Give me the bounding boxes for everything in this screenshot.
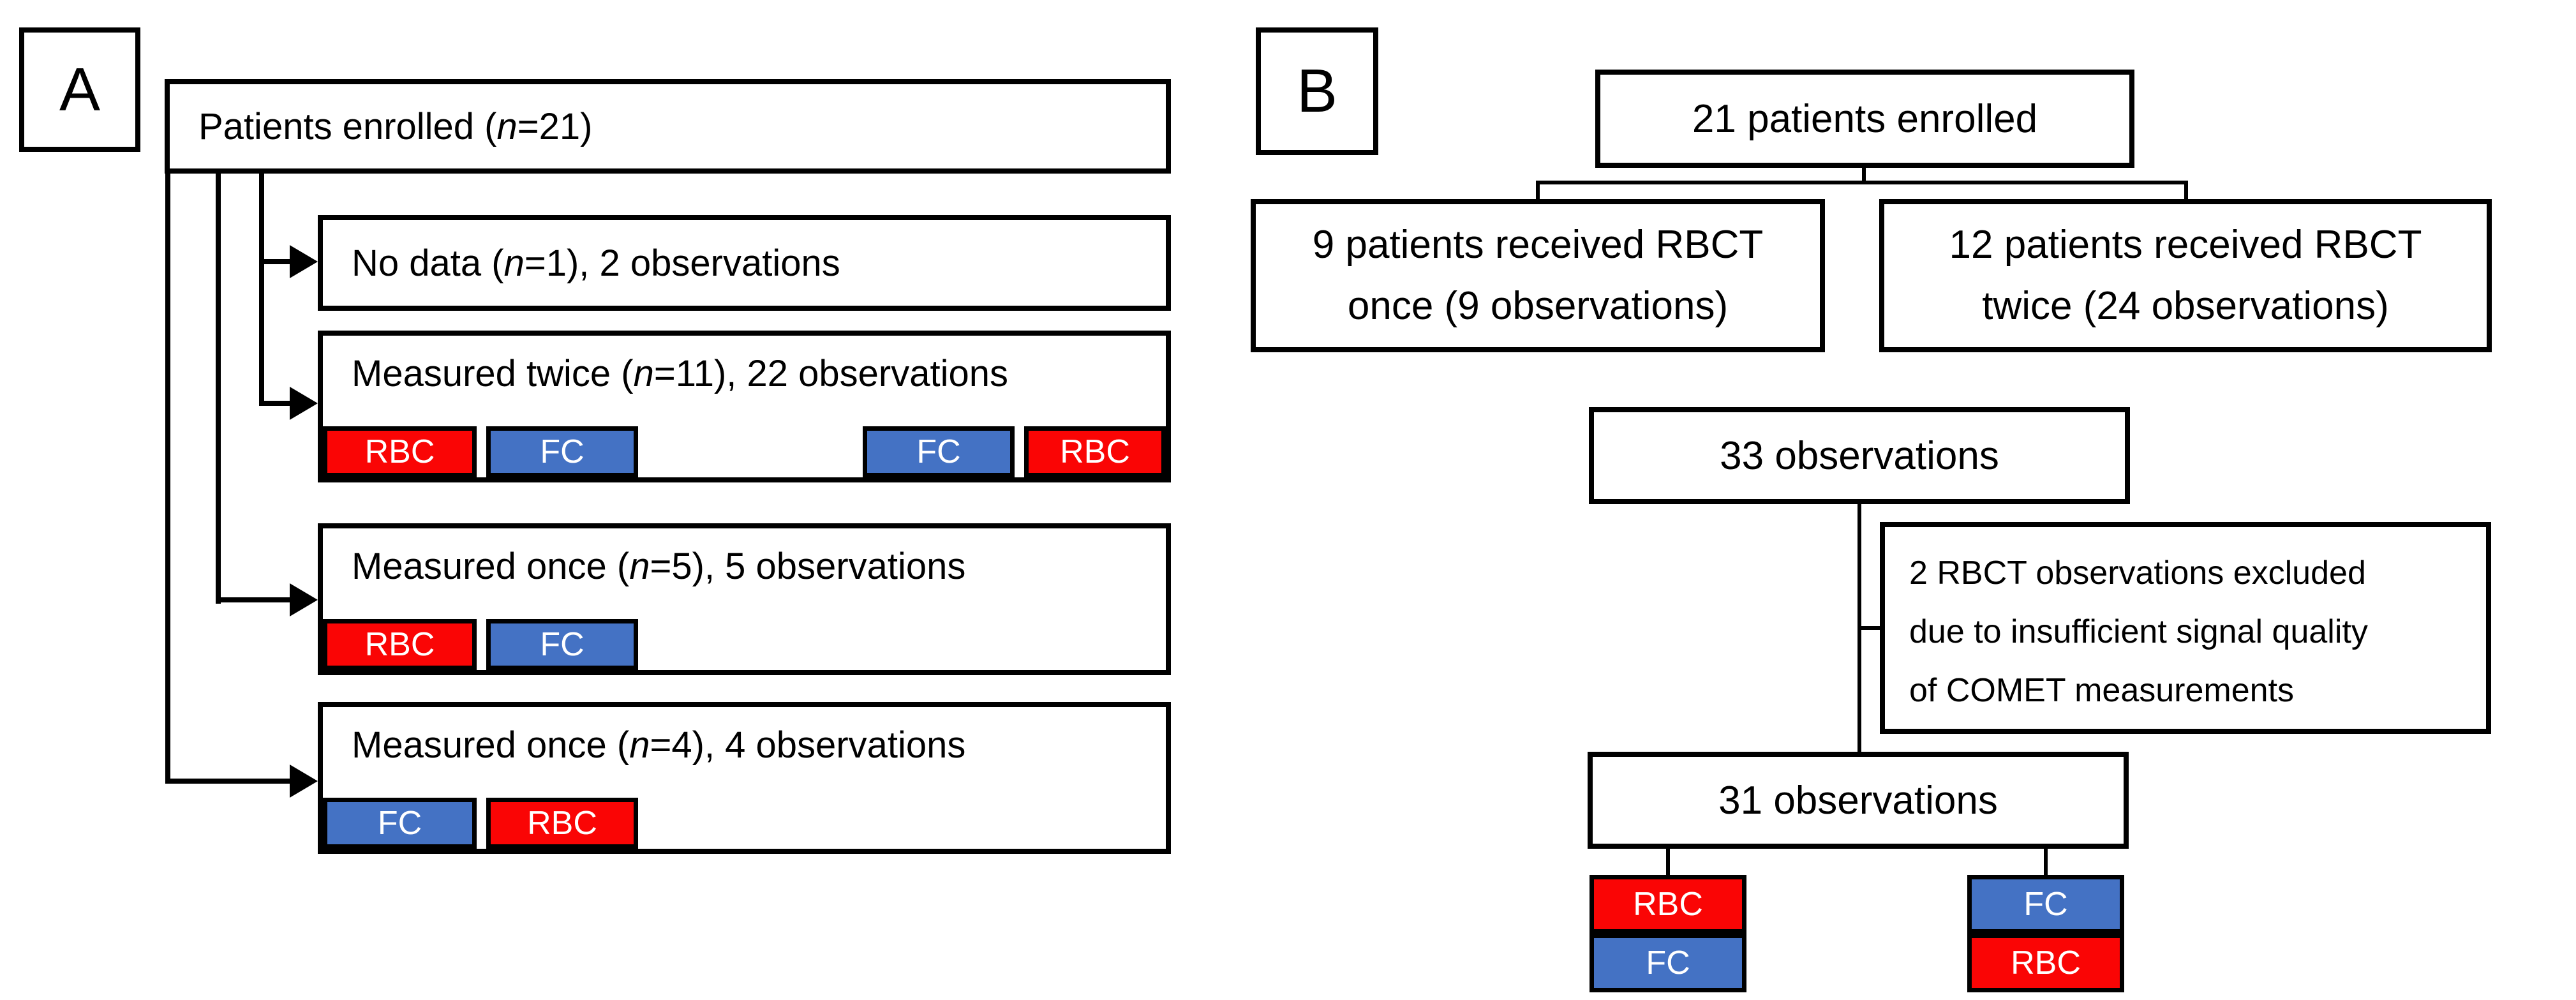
panel-a-label: A (19, 27, 140, 152)
text-n: n (629, 724, 650, 766)
received-twice-line1: 12 patients received RBCT (1949, 223, 2422, 267)
text-post: =4), 4 observations (650, 724, 966, 766)
connector-line (1862, 167, 1866, 184)
rbc-block: RBC (323, 426, 477, 477)
measured-once-4-text: Measured once (n=4), 4 observations (352, 724, 965, 766)
connector-line (1858, 626, 1883, 630)
text-n: n (503, 242, 525, 284)
received-once-line2: once (9 observations) (1347, 284, 1729, 328)
text-n: n (496, 105, 517, 147)
enrolled-21-box: 21 patients enrolled (1595, 70, 2134, 168)
text-n: n (633, 353, 654, 394)
fc-block-label: FC (540, 626, 584, 663)
excluded-line2: due to insufficient signal quality (1909, 613, 2368, 650)
arrow-right-icon (290, 387, 318, 420)
text-pre: Measured once ( (352, 546, 630, 587)
measured-once-5-text: Measured once (n=5), 5 observations (352, 545, 965, 588)
rbc-block-label: RBC (1633, 886, 1703, 923)
arrow-right-icon (290, 245, 318, 278)
fc-block-label: FC (2023, 886, 2068, 923)
enrolled-21-text: 21 patients enrolled (1692, 96, 2038, 141)
fc-block: FC (1967, 875, 2124, 934)
rbc-block-label: RBC (364, 626, 435, 663)
connector-line (165, 779, 292, 784)
fc-block-label: FC (540, 433, 584, 470)
rbc-block: RBC (1967, 934, 2124, 992)
connector-line (1536, 181, 2188, 184)
observations-31-box: 31 observations (1588, 752, 2129, 849)
no-data-box: No data (n=1), 2 observations (318, 215, 1171, 311)
observations-33-text: 33 observations (1720, 433, 1999, 478)
patients-enrolled-box: Patients enrolled (n=21) (165, 79, 1171, 174)
arrow-right-icon (290, 583, 318, 616)
fc-block: FC (486, 426, 638, 477)
no-data-text: No data (n=1), 2 observations (352, 220, 840, 306)
measured-twice-text: Measured twice (n=11), 22 observations (352, 352, 1008, 395)
connector-line (2184, 181, 2188, 200)
rbc-block-label: RBC (364, 433, 435, 470)
connector-line (216, 597, 292, 602)
connector-line (1666, 847, 1670, 876)
text-pre: Measured once ( (352, 724, 630, 766)
measured-once-5-box: Measured once (n=5), 5 observations RBC … (318, 523, 1171, 675)
fc-block: FC (486, 619, 638, 670)
fc-block: FC (863, 426, 1015, 477)
patients-enrolled-text: Patients enrolled (n=21) (198, 84, 592, 168)
text-post: =21) (517, 105, 593, 147)
received-once-line1: 9 patients received RBCT (1312, 223, 1764, 267)
rbc-block-label: RBC (1060, 433, 1130, 470)
fc-block-label: FC (916, 433, 961, 470)
panel-a-letter: A (59, 55, 101, 124)
text-pre: No data ( (352, 242, 504, 284)
rbc-block-label: RBC (2011, 944, 2081, 981)
received-twice-box: 12 patients received RBCT twice (24 obse… (1879, 199, 2492, 352)
rbc-block: RBC (1590, 875, 1746, 934)
observations-33-box: 33 observations (1589, 407, 2130, 504)
text-pre: Patients enrolled ( (198, 105, 497, 147)
text-post: =5), 5 observations (650, 546, 966, 587)
panel-b-label: B (1256, 27, 1378, 155)
rbc-block-label: RBC (527, 805, 597, 842)
text-pre: Measured twice ( (352, 353, 634, 394)
excluded-box: 2 RBCT observations excluded due to insu… (1880, 522, 2491, 734)
measured-once-4-box: Measured once (n=4), 4 observations FC R… (318, 702, 1171, 854)
fc-block-label: FC (377, 805, 422, 842)
text-post: =11), 22 observations (653, 353, 1008, 394)
connector-line (165, 172, 170, 784)
rbc-block: RBC (1024, 426, 1166, 477)
panel-b-letter: B (1296, 57, 1338, 125)
connector-line (259, 259, 292, 264)
connector-line (2044, 847, 2048, 876)
measured-twice-box: Measured twice (n=11), 22 observations R… (318, 331, 1171, 482)
received-twice-line2: twice (24 observations) (1982, 284, 2389, 328)
received-once-box: 9 patients received RBCT once (9 observa… (1251, 199, 1825, 352)
rbc-block: RBC (486, 798, 638, 849)
arrow-right-icon (290, 765, 318, 798)
connector-line (1536, 181, 1540, 200)
fc-block-label: FC (1646, 944, 1690, 981)
connector-line (259, 401, 292, 406)
excluded-line3: of COMET measurements (1909, 672, 2295, 709)
connector-line (216, 172, 221, 604)
connector-line (259, 172, 264, 406)
fc-block: FC (1590, 934, 1746, 992)
fc-block: FC (323, 798, 477, 849)
text-post: =1), 2 observations (524, 242, 840, 284)
observations-31-text: 31 observations (1718, 778, 1998, 823)
excluded-line1: 2 RBCT observations excluded (1909, 555, 2366, 592)
rbc-block: RBC (323, 619, 477, 670)
text-n: n (629, 546, 650, 587)
